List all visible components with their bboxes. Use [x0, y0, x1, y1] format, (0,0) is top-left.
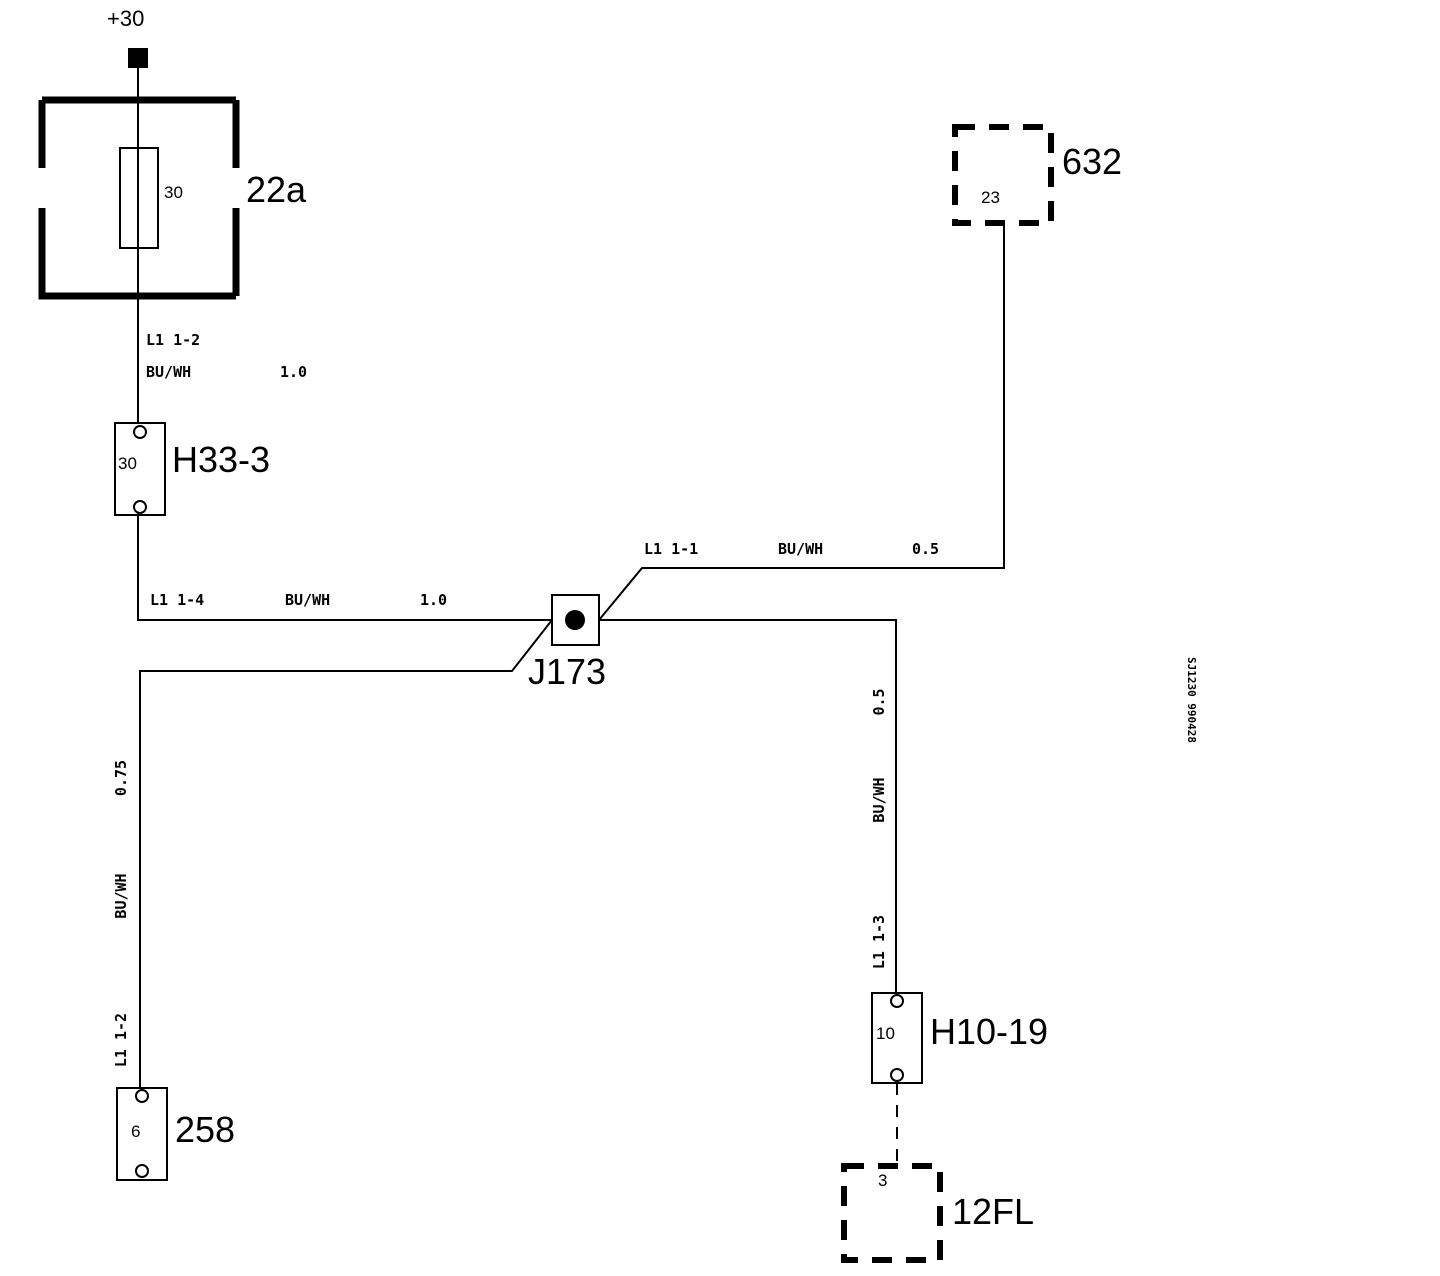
- component-12fl[interactable]: [841, 1163, 943, 1263]
- c632-label: 632: [1062, 141, 1122, 182]
- supply-label: +30: [107, 6, 144, 31]
- c258-pin-bottom[interactable]: [135, 1164, 149, 1178]
- wire-w4-color: BU/WH: [870, 777, 888, 822]
- c12fl-pin-label: 3: [878, 1171, 887, 1190]
- wire-w3-size: 0.5: [912, 540, 939, 558]
- h10-pin-bottom[interactable]: [890, 1068, 904, 1082]
- wire-w5-color: BU/WH: [112, 873, 130, 918]
- h33-label: H33-3: [172, 439, 270, 480]
- c258-label: 258: [175, 1109, 235, 1150]
- wire-w5-size: 0.75: [112, 760, 130, 796]
- wire-w2-circuit: L1 1-4: [150, 591, 204, 609]
- c258-pin-label: 6: [131, 1122, 140, 1141]
- wire-j173-to-258[interactable]: [139, 619, 553, 1092]
- h10-pin-label: 10: [876, 1024, 895, 1043]
- wire-w2-size: 1.0: [420, 591, 447, 609]
- wire-j173-to-h10[interactable]: [599, 619, 897, 995]
- h10-label: H10-19: [930, 1011, 1048, 1052]
- c632-pin-label: 23: [981, 188, 1000, 207]
- wire-w2-color: BU/WH: [285, 591, 330, 609]
- wire-w1-color: BU/WH: [146, 363, 191, 381]
- splice-node: [565, 610, 585, 630]
- fuse-box-label: 22a: [246, 169, 307, 210]
- c12fl-label: 12FL: [952, 1191, 1034, 1232]
- side-reference-code: SJ1230 990428: [1185, 657, 1198, 743]
- fuse-pin-label: 30: [164, 183, 183, 202]
- component-632[interactable]: [952, 124, 1054, 226]
- wire-w4-circuit: L1 1-3: [870, 915, 888, 969]
- h33-pin-top[interactable]: [133, 425, 147, 439]
- wire-w5-circuit: L1 1-2: [112, 1013, 130, 1067]
- h33-pin-label: 30: [118, 454, 137, 473]
- wire-w3-circuit: L1 1-1: [644, 540, 698, 558]
- supply-terminal[interactable]: [128, 48, 148, 68]
- wire-w1-size: 1.0: [280, 363, 307, 381]
- wire-w4-size: 0.5: [870, 688, 888, 715]
- h33-pin-bottom[interactable]: [133, 500, 147, 514]
- wire-w1-circuit: L1 1-2: [146, 331, 200, 349]
- wire-h33-to-j173[interactable]: [137, 513, 552, 621]
- c258-pin-top[interactable]: [135, 1089, 149, 1103]
- wire-w3-color: BU/WH: [778, 540, 823, 558]
- j173-label: J173: [528, 651, 606, 692]
- wire-j173-to-632[interactable]: [598, 224, 1005, 621]
- h10-pin-top[interactable]: [890, 994, 904, 1008]
